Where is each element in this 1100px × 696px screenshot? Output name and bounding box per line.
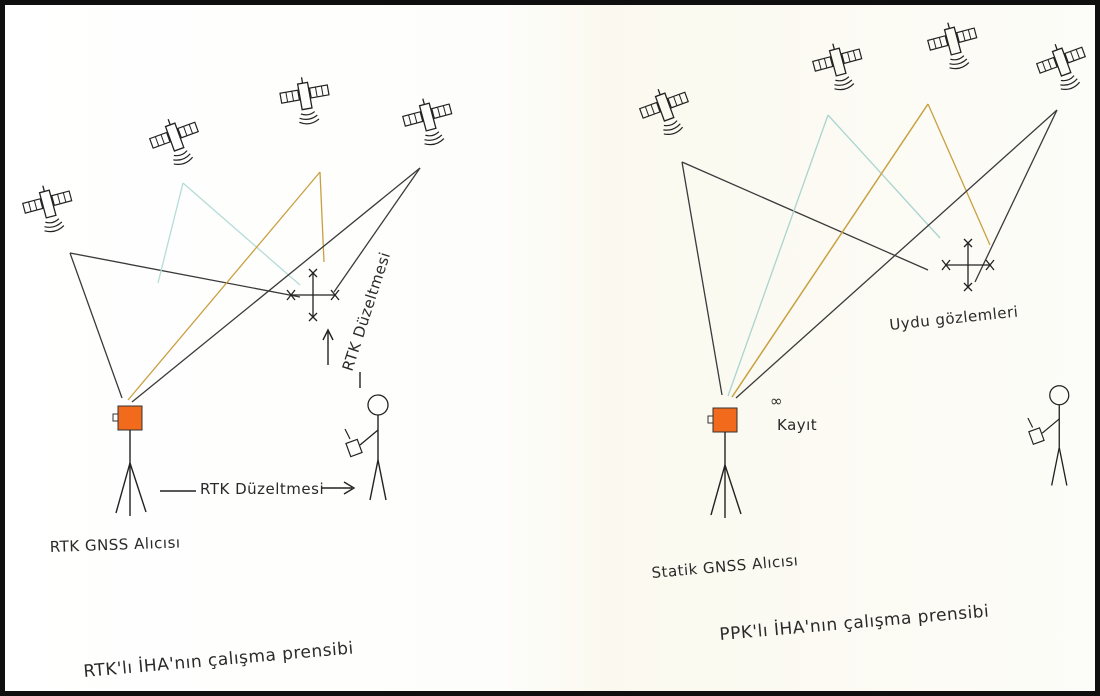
signal-line bbox=[131, 167, 421, 403]
left-panel-rtk: RTK Düzeltmesi RTK Düzeltmesi RTK GNSS A… bbox=[18, 72, 459, 682]
left-signal-lines bbox=[69, 167, 421, 403]
signal-line bbox=[827, 114, 941, 239]
working-principle-diagram: RTK Düzeltmesi RTK Düzeltmesi RTK GNSS A… bbox=[18, 15, 1095, 682]
signal-line bbox=[681, 161, 723, 396]
signal-line bbox=[927, 103, 991, 246]
rtk-caption: RTK'lı İHA'nın çalışma prensibi bbox=[83, 637, 355, 682]
antenna-receiver-icon bbox=[112, 405, 147, 517]
right-panel-ppk: Uydu gözlemleri ∞ Kayıt Statik GNSS Alıc… bbox=[634, 15, 1095, 645]
signal-line bbox=[727, 114, 829, 397]
drone-cross-icon bbox=[286, 268, 340, 322]
satellite-icon bbox=[18, 178, 79, 238]
signal-line bbox=[333, 167, 421, 293]
signal-line bbox=[731, 103, 929, 398]
stick-figure-operator-icon bbox=[1027, 385, 1070, 487]
signal-line bbox=[69, 252, 123, 399]
rtk-receiver-label: RTK GNSS Alıcısı bbox=[50, 533, 181, 556]
satellite-icon bbox=[277, 72, 334, 129]
drone-cross-icon bbox=[941, 238, 995, 292]
signal-line bbox=[681, 161, 929, 271]
signal-line bbox=[69, 252, 301, 298]
vertical-arrow-label: RTK Düzeltmesi bbox=[339, 250, 394, 374]
satellite-icon bbox=[634, 80, 698, 143]
ppk-caption: PPK'lı İHA'nın çalışma prensibi bbox=[719, 600, 990, 645]
vertical-correction-arrow bbox=[322, 328, 361, 388]
satellite-icon bbox=[398, 91, 459, 151]
satellite-icon bbox=[923, 15, 984, 75]
horizontal-correction-arrow bbox=[160, 481, 356, 495]
record-label: Kayıt bbox=[777, 416, 817, 434]
antenna-receiver-icon bbox=[707, 407, 742, 519]
horizontal-arrow-label: RTK Düzeltmesi bbox=[200, 480, 324, 498]
stick-figure-operator-icon bbox=[344, 394, 389, 501]
signal-line bbox=[974, 109, 1058, 283]
satellite-icon bbox=[808, 36, 869, 96]
signal-line bbox=[735, 109, 1058, 399]
ppk-receiver-label: Statik GNSS Alıcısı bbox=[651, 551, 799, 582]
signal-line bbox=[127, 171, 321, 401]
signal-line bbox=[182, 182, 301, 286]
observations-label: Uydu gözlemleri bbox=[889, 303, 1020, 334]
signal-line bbox=[157, 182, 184, 284]
satellite-icon bbox=[1031, 35, 1095, 98]
record-symbol: ∞ bbox=[770, 392, 783, 410]
satellite-icon bbox=[144, 110, 208, 173]
right-signal-lines bbox=[681, 103, 1058, 399]
